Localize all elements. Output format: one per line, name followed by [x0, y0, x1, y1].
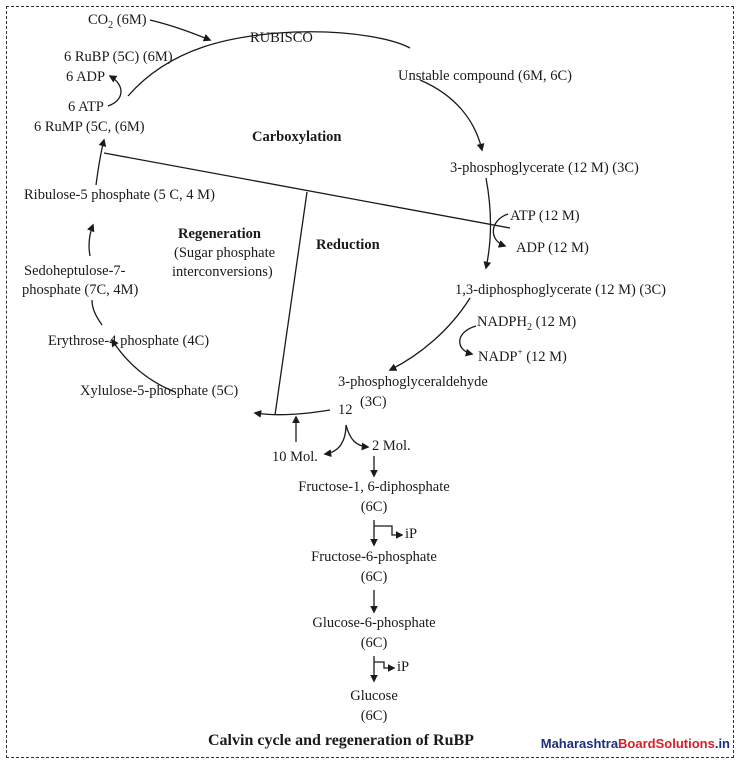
- cycle-arc-left-4: [95, 138, 107, 186]
- sedoheptulose-label-line2: phosphate (7C, 4M): [22, 282, 139, 298]
- branch-ten-mol: [323, 424, 347, 458]
- glucose-6-phosphate-carbons: (6C): [360, 635, 388, 651]
- watermark: MaharashtraBoardSolutions.in: [540, 736, 730, 751]
- co2-label: CO2 (6M): [88, 12, 147, 31]
- glucose-6-phosphate-label: Glucose-6-phosphate: [312, 615, 436, 631]
- regeneration-note-line1: (Sugar phosphate: [174, 245, 276, 261]
- rubisco-label: RUBISCO: [250, 30, 313, 46]
- erythrose-label: Erythrose-4 phosphate (4C): [48, 333, 210, 349]
- rump-label: 6 RuMP (5C, (6M): [34, 119, 145, 135]
- fructose-bisphosphate-label: Fructose-1, 6-diphosphate: [298, 479, 450, 495]
- adp-12-label: ADP (12 M): [516, 240, 589, 256]
- cycle-arc-bottom: [253, 409, 331, 418]
- diagram-frame: [6, 6, 734, 758]
- two-mol-label: 2 Mol.: [372, 438, 411, 454]
- glucose-label: Glucose: [350, 688, 398, 704]
- adp-6-label: 6 ADP: [66, 69, 106, 85]
- ten-mol-label: 10 Mol.: [272, 449, 318, 465]
- fructose-bisphosphate-carbons: (6C): [360, 499, 388, 515]
- regeneration-note-line2: interconversions): [172, 264, 273, 280]
- branch-two-mol: [345, 424, 370, 451]
- cycle-arc-top: [127, 31, 411, 97]
- unstable-compound-label: Unstable compound (6M, 6C): [398, 68, 572, 84]
- cycle-arc-right-1: [419, 79, 485, 152]
- pga-label: 3-phosphoglycerate (12 M) (3C): [450, 160, 639, 176]
- atp-adp-curve-left: [107, 75, 122, 107]
- ip-2-branch: [374, 661, 396, 672]
- cycle-arc-left-2: [91, 299, 103, 326]
- pgald-label-line1: 3-phosphoglyceraldehyde: [338, 374, 488, 390]
- sedoheptulose-label-line1: Sedoheptulose-7-: [24, 263, 126, 279]
- glucose-carbons: (6C): [360, 708, 388, 724]
- ip-1-label: iP: [405, 526, 418, 542]
- rubp-label: 6 RuBP (5C) (6M): [64, 49, 173, 65]
- cycle-arc-left-1: [111, 338, 176, 393]
- fructose-6-phosphate-carbons: (6C): [360, 569, 388, 585]
- fructose-6-phosphate-label: Fructose-6-phosphate: [311, 549, 437, 565]
- atp-6-label: 6 ATP: [68, 99, 104, 115]
- atp-adp-curve-right: [492, 213, 509, 248]
- ip-2-label: iP: [397, 659, 410, 675]
- nadph-nadp-curve: [459, 325, 477, 357]
- twelve-label: 12: [338, 402, 353, 418]
- phase-divider-vertical: [274, 191, 308, 416]
- phase-divider-top: [103, 152, 511, 229]
- pgald-label-line2: (3C): [360, 394, 387, 410]
- dpga-label: 1,3-diphosphoglycerate (12 M) (3C): [455, 282, 667, 298]
- regeneration-phase-label: Regeneration: [178, 226, 261, 242]
- xylulose-label: Xylulose-5-phosphate (5C): [80, 383, 239, 399]
- reduction-phase-label: Reduction: [316, 237, 380, 253]
- carboxylation-phase-label: Carboxylation: [252, 129, 342, 145]
- atp-12-label: ATP (12 M): [510, 208, 580, 224]
- figure-caption: Calvin cycle and regeneration of RuBP: [208, 732, 474, 749]
- co2-input-arrow: [149, 19, 212, 42]
- nadph-label: NADPH2 (12 M): [477, 314, 577, 333]
- nadp-label: NADP+ (12 M): [478, 347, 567, 365]
- cycle-arc-right-2: [483, 177, 492, 270]
- ip-1-branch: [374, 525, 404, 539]
- ribulose-label: Ribulose-5 phosphate (5 C, 4 M): [24, 187, 215, 203]
- cycle-arc-right-3: [388, 297, 471, 371]
- cycle-arc-left-3: [87, 223, 95, 257]
